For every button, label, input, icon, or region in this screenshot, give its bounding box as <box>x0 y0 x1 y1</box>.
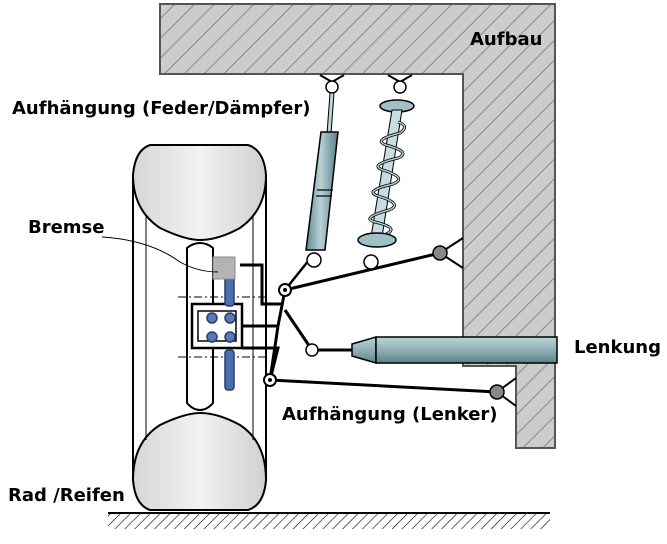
coil-spring <box>357 74 415 270</box>
upper-control-arm <box>284 237 464 292</box>
label-aufbau: Aufbau <box>470 29 543 50</box>
wheel-carrier <box>240 263 287 381</box>
vehicle-body <box>159 3 556 449</box>
ground <box>108 512 550 529</box>
steering-rod <box>283 309 558 364</box>
label-aufhaengung-feder-daempfer: Aufhängung (Feder/Dämpfer) <box>12 98 311 119</box>
center-lines <box>178 296 265 358</box>
lower-control-arm <box>269 377 517 407</box>
hub-assembly <box>190 302 244 350</box>
label-rad-reifen: Rad /Reifen <box>8 485 125 506</box>
carrier-joints <box>263 283 292 387</box>
bremse-leader-line <box>101 236 219 273</box>
label-bremse: Bremse <box>28 217 105 238</box>
damper <box>284 74 345 291</box>
label-aufhaengung-lenker: Aufhängung (Lenker) <box>282 404 498 425</box>
brake-caliper <box>212 256 236 280</box>
label-lenkung: Lenkung <box>574 337 661 358</box>
